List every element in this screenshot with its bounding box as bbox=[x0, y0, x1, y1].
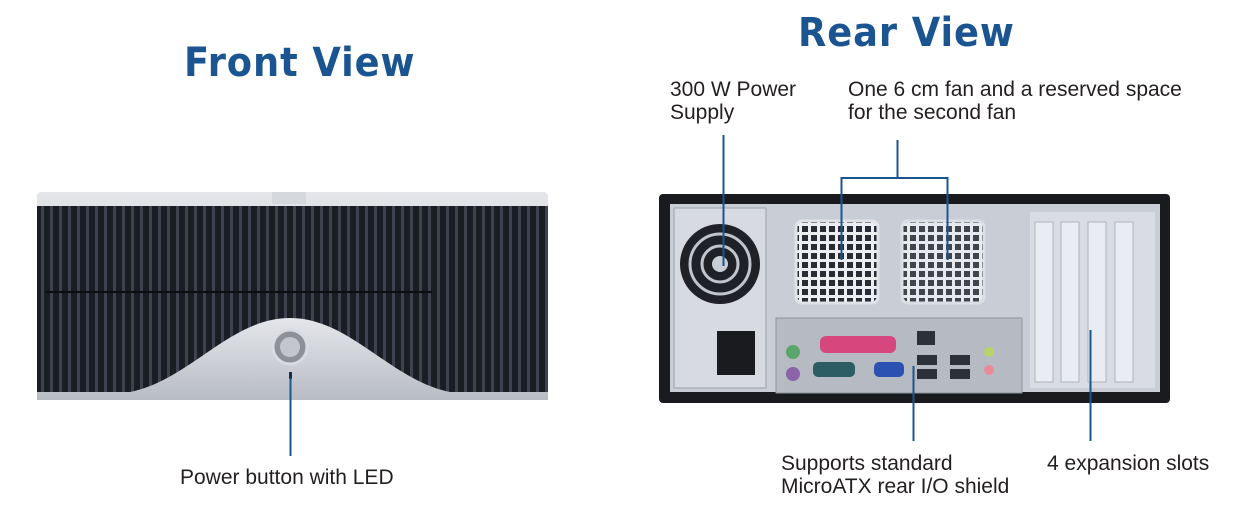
usb-port bbox=[950, 369, 970, 379]
psu-label-line2: Supply bbox=[670, 101, 735, 124]
usb-port bbox=[917, 369, 937, 379]
psu-label-line1: 300 W Power bbox=[670, 78, 797, 101]
rear-callout-lines bbox=[722, 135, 1092, 441]
expansion-slot bbox=[1087, 221, 1107, 383]
usb-port bbox=[917, 355, 937, 365]
psu-fan-ring-inner bbox=[700, 244, 740, 284]
psu-fan-hub bbox=[712, 256, 728, 272]
io-label-line2: MicroATX rear I/O shield bbox=[781, 475, 1010, 498]
front-view-title: Front View bbox=[184, 40, 416, 86]
rear-chassis bbox=[659, 194, 1170, 403]
usb-port bbox=[950, 355, 970, 365]
ps2-keyboard-port bbox=[786, 345, 800, 359]
fan-grille-1 bbox=[794, 219, 880, 305]
audio-line-out bbox=[984, 347, 994, 357]
power-led bbox=[289, 372, 292, 379]
rear-view-title: Rear View bbox=[798, 10, 1015, 56]
expansion-slot bbox=[1060, 221, 1080, 383]
io-shield bbox=[775, 317, 1023, 394]
power-inlet bbox=[717, 331, 755, 375]
lan-port bbox=[917, 331, 935, 345]
serial-port bbox=[813, 362, 855, 377]
top-latch bbox=[272, 192, 306, 204]
expansion-slot bbox=[1114, 221, 1134, 383]
slots-label: 4 expansion slots bbox=[1047, 452, 1210, 475]
power-button-cap bbox=[280, 337, 300, 357]
fan-grille-2 bbox=[900, 219, 986, 305]
expansion-slot bbox=[1034, 221, 1054, 383]
front-chassis bbox=[37, 192, 548, 400]
audio-mic-in bbox=[984, 365, 994, 375]
psu-fan-ring bbox=[688, 232, 752, 296]
power-button-label: Power button with LED bbox=[180, 466, 394, 489]
vga-port bbox=[874, 362, 904, 377]
fan-label-line2: for the second fan bbox=[848, 101, 1017, 124]
io-label-line1: Supports standard bbox=[781, 452, 953, 475]
fan-label-line1: One 6 cm fan and a reserved space bbox=[848, 78, 1182, 101]
parallel-port bbox=[820, 336, 896, 353]
fan-callout-bracket bbox=[840, 177, 949, 260]
ps2-mouse-port bbox=[786, 367, 800, 381]
